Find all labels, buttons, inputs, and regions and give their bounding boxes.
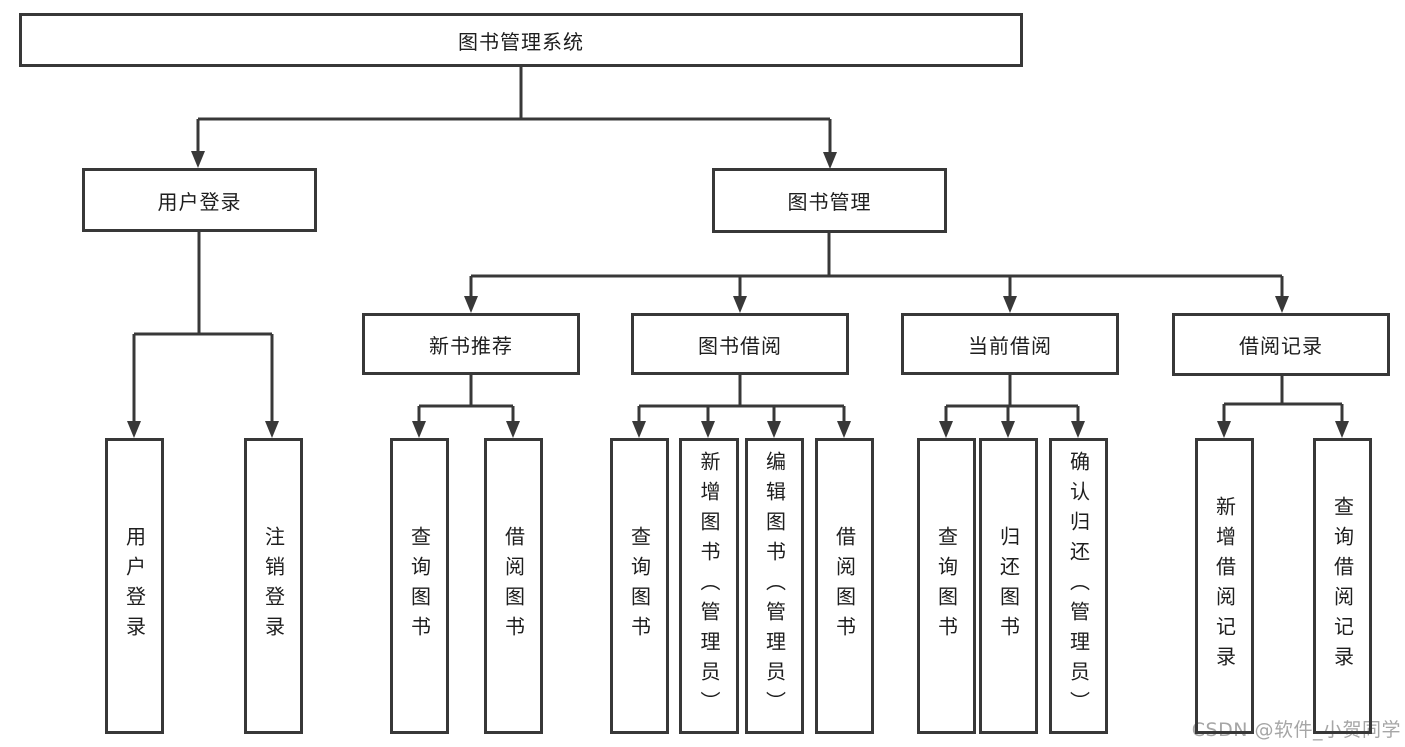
leaf-edit-books-admin: 编辑图书（管理员） [745, 438, 804, 734]
leaf-logout: 注销登录 [244, 438, 303, 734]
leaf-query-books-borrow: 查询图书 [610, 438, 669, 734]
leaf-query-books-current: 查询图书 [917, 438, 976, 734]
leaf-add-books-admin: 新增图书（管理员） [679, 438, 739, 734]
leaf-query-books-recommend: 查询图书 [390, 438, 449, 734]
csdn-watermark: CSDN @软件_小贺同学 [1191, 719, 1401, 741]
node-root-system: 图书管理系统 [19, 13, 1023, 67]
node-current-borrow: 当前借阅 [901, 313, 1119, 375]
leaf-confirm-return-admin: 确认归还（管理员） [1049, 438, 1108, 734]
leaf-borrow-books: 借阅图书 [815, 438, 874, 734]
leaf-borrow-books-recommend: 借阅图书 [484, 438, 543, 734]
arrowheads [127, 151, 1349, 438]
node-user-login: 用户登录 [82, 168, 317, 232]
leaf-user-login: 用户登录 [105, 438, 164, 734]
node-new-book-recommend: 新书推荐 [362, 313, 580, 375]
node-book-management: 图书管理 [712, 168, 947, 233]
leaf-query-borrow-record: 查询借阅记录 [1313, 438, 1372, 734]
connector-stems [132, 67, 1344, 426]
node-borrow-records: 借阅记录 [1172, 313, 1390, 376]
leaf-add-borrow-record: 新增借阅记录 [1195, 438, 1254, 734]
leaf-return-books: 归还图书 [979, 438, 1038, 734]
node-book-borrow: 图书借阅 [631, 313, 849, 375]
